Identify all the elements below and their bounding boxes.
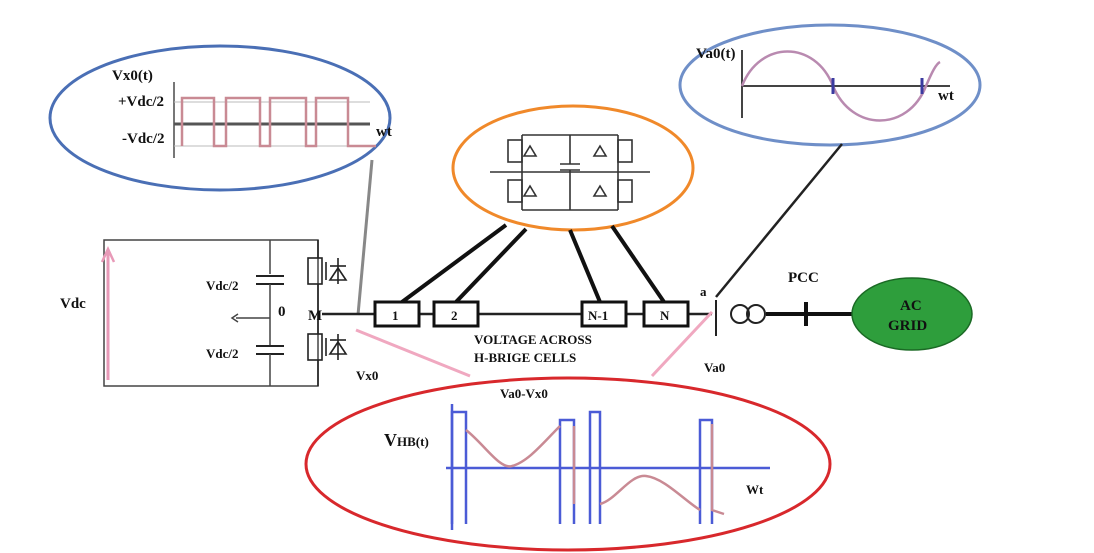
cells-caption-2: H-BRIGE CELLS bbox=[474, 350, 576, 365]
vx0-axis-label: wt bbox=[376, 124, 392, 140]
cell-label-n-1: N-1 bbox=[588, 308, 608, 323]
vdc-half-top-label: Vdc/2 bbox=[206, 278, 239, 293]
vhb-title: Va0-Vx0 bbox=[500, 386, 548, 401]
leg-switches bbox=[307, 240, 348, 386]
cell-label-1: 1 bbox=[392, 308, 399, 323]
cell-box-2 bbox=[432, 300, 480, 328]
vhb-ellipse bbox=[304, 376, 832, 552]
va0-connector bbox=[715, 143, 843, 298]
vx0-title: Vx0(t) bbox=[112, 68, 153, 84]
va0-label: Va0 bbox=[704, 360, 725, 375]
zero-label: 0 bbox=[278, 304, 286, 320]
vhb-ylabel-main: V bbox=[384, 430, 397, 450]
vdc-label: Vdc bbox=[60, 296, 86, 312]
vx0-waveform bbox=[180, 96, 376, 148]
a-node-label: a bbox=[700, 284, 707, 299]
pcc-label: PCC bbox=[788, 270, 819, 286]
vhb-axis-label: Wt bbox=[746, 482, 764, 497]
hbridge-inset bbox=[451, 104, 695, 232]
vx0-low-label: -Vdc/2 bbox=[122, 131, 165, 147]
vhb-inset: Va0-Vx0 VHB(t) Wt bbox=[304, 376, 832, 552]
ac-grid-line-2: GRID bbox=[888, 318, 927, 334]
va0-title: Va0(t) bbox=[696, 46, 735, 62]
cell-box-n bbox=[642, 300, 690, 328]
va0-axis-label: wt bbox=[938, 88, 954, 104]
dc-link-frame bbox=[103, 239, 319, 387]
transformer-icon bbox=[730, 304, 766, 324]
vdc-arrowhead bbox=[100, 246, 116, 263]
hbridge-connectors bbox=[400, 223, 666, 304]
ground-icon bbox=[230, 313, 239, 323]
vx0-high-label: +Vdc/2 bbox=[118, 94, 164, 110]
vhb-pink-wave bbox=[465, 424, 725, 516]
hbridge-schematic bbox=[490, 134, 650, 211]
vx0-inset: Vx0(t) +Vdc/2 -Vdc/2 wt bbox=[48, 44, 392, 192]
hbridge-ellipse bbox=[451, 104, 695, 232]
cell-label-n: N bbox=[660, 308, 670, 323]
va0-inset: Va0(t) wt bbox=[678, 23, 982, 147]
cells: 1 2 N-1 N VOLTAGE ACROSS H-BRIGE CELLS bbox=[373, 300, 690, 365]
vx0-connector bbox=[356, 159, 374, 316]
m-node-label: M bbox=[308, 308, 322, 324]
vx0-label: Vx0 bbox=[356, 368, 378, 383]
cell-box-1 bbox=[373, 300, 421, 328]
cell-label-2: 2 bbox=[451, 308, 458, 323]
vx0-ellipse bbox=[48, 44, 392, 192]
ac-grid-ellipse bbox=[851, 277, 973, 351]
pink-link-right bbox=[650, 310, 714, 378]
va0-ellipse bbox=[678, 23, 982, 147]
vhb-blue-wave bbox=[450, 410, 714, 524]
vhb-ylabel-sub: HB(t) bbox=[397, 434, 429, 449]
vhb-ylabel: VHB(t) bbox=[384, 430, 429, 450]
dc-link: Vdc Vdc/2 0 Vdc/2 bbox=[60, 239, 319, 387]
cell-box-n-1 bbox=[580, 300, 628, 328]
va0-waveform bbox=[740, 50, 941, 122]
cells-caption-1: VOLTAGE ACROSS bbox=[474, 332, 592, 347]
pink-link-left bbox=[355, 328, 471, 378]
ac-grid-line-1: AC bbox=[900, 298, 922, 314]
vdc-half-bottom-label: Vdc/2 bbox=[206, 346, 239, 361]
